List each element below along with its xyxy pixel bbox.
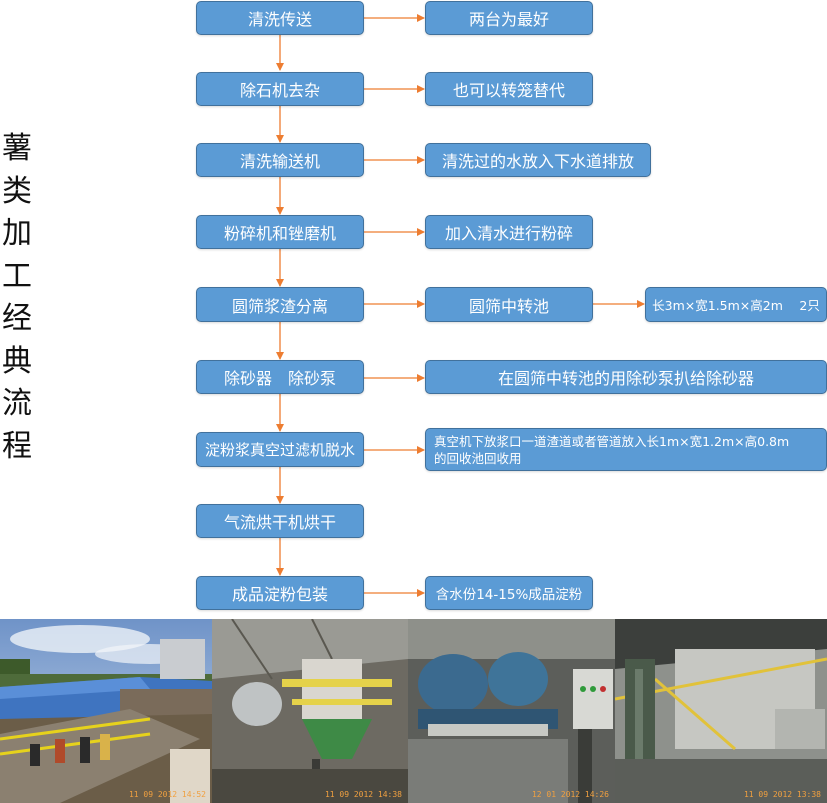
- note-label: 在圆筛中转池的用除砂泵扒给除砂器: [497, 369, 754, 388]
- note-label: 含水份14-15%成品淀粉: [435, 587, 583, 603]
- outdoor-conveyor-image: [0, 619, 212, 803]
- factory-sieve-photo: 11 09 2012 14:38: [212, 619, 408, 803]
- photo-timestamp: 12 01 2012 14:26: [531, 790, 609, 799]
- step-label: 气流烘干机烘干: [223, 513, 336, 532]
- dimension-label: 长3m×宽1.5m×高2m 2只: [652, 298, 820, 313]
- factory-sieve-image: [212, 619, 408, 803]
- title-char: 程: [2, 428, 32, 464]
- note-label: 清洗过的水放入下水道排放: [441, 152, 634, 171]
- step-label: 粉碎机和锉磨机: [223, 224, 336, 243]
- step-box: 成品淀粉包装: [196, 576, 364, 610]
- drying-hall-photo: 11 09 2012 13:38: [615, 619, 827, 803]
- note-box: 清洗过的水放入下水道排放: [425, 143, 651, 177]
- step-label: 淀粉浆真空过滤机脱水: [204, 441, 355, 459]
- dimension-box: 长3m×宽1.5m×高2m 2只: [645, 287, 827, 322]
- note-line: 真空机下放浆口一道渣道或者管道放入长1m×宽1.2m×高0.8m: [434, 433, 790, 449]
- title-char: 经: [2, 301, 32, 336]
- photo-timestamp: 11 09 2012 13:38: [743, 790, 821, 799]
- note-box: 真空机下放浆口一道渣道或者管道放入长1m×宽1.2m×高0.8m 的回收池回收用: [425, 428, 827, 471]
- title-char: 加: [2, 216, 32, 251]
- step-label: 除石机去杂: [239, 81, 320, 100]
- step-label: 清洗输送机: [239, 152, 320, 171]
- note-box: 也可以转笼替代: [425, 72, 593, 106]
- step-box: 气流烘干机烘干: [196, 504, 364, 538]
- step-label: 成品淀粉包装: [231, 585, 328, 604]
- title-char: 典: [2, 343, 32, 379]
- vacuum-filter-photo: 12 01 2012 14:26: [408, 619, 615, 803]
- title-char: 薯: [2, 131, 32, 166]
- step-box: 粉碎机和锉磨机: [196, 215, 364, 249]
- note-box: 在圆筛中转池的用除砂泵扒给除砂器: [425, 360, 827, 394]
- drying-hall-image: [615, 619, 827, 803]
- vertical-title: 薯 类 加 工 经 典 流 程: [0, 128, 34, 468]
- step-box: 圆筛浆渣分离: [196, 287, 364, 322]
- note-line: 的回收池回收用: [434, 450, 522, 466]
- step-box: 除砂器 除砂泵: [196, 360, 364, 394]
- step-label: 圆筛浆渣分离: [231, 296, 328, 316]
- note-box: 圆筛中转池: [425, 287, 593, 322]
- note-label: 加入清水进行粉碎: [444, 224, 573, 243]
- note-box: 两台为最好: [425, 1, 593, 35]
- step-box: 清洗传送: [196, 1, 364, 35]
- step-box: 除石机去杂: [196, 72, 364, 106]
- title-char: 流: [2, 386, 32, 421]
- photo-strip: 11 09 2012 14:52 11 09 2012 14:38: [0, 619, 827, 803]
- step-box: 淀粉浆真空过滤机脱水: [196, 432, 364, 467]
- flow-connectors: [276, 14, 645, 597]
- title-char: 类: [2, 173, 32, 209]
- photo-timestamp: 11 09 2012 14:52: [128, 790, 206, 799]
- note-label: 两台为最好: [468, 10, 549, 29]
- outdoor-conveyor-photo: 11 09 2012 14:52: [0, 619, 212, 803]
- title-char: 工: [2, 258, 32, 294]
- note-label: 也可以转笼替代: [452, 81, 565, 100]
- step-label: 除砂器 除砂泵: [223, 369, 336, 388]
- step-label: 清洗传送: [247, 10, 312, 29]
- note-box: 加入清水进行粉碎: [425, 215, 593, 249]
- note-box: 含水份14-15%成品淀粉: [425, 576, 593, 610]
- step-box: 清洗输送机: [196, 143, 364, 177]
- vacuum-filter-image: [408, 619, 615, 803]
- note-label: 圆筛中转池: [468, 296, 549, 316]
- photo-timestamp: 11 09 2012 14:38: [324, 790, 402, 799]
